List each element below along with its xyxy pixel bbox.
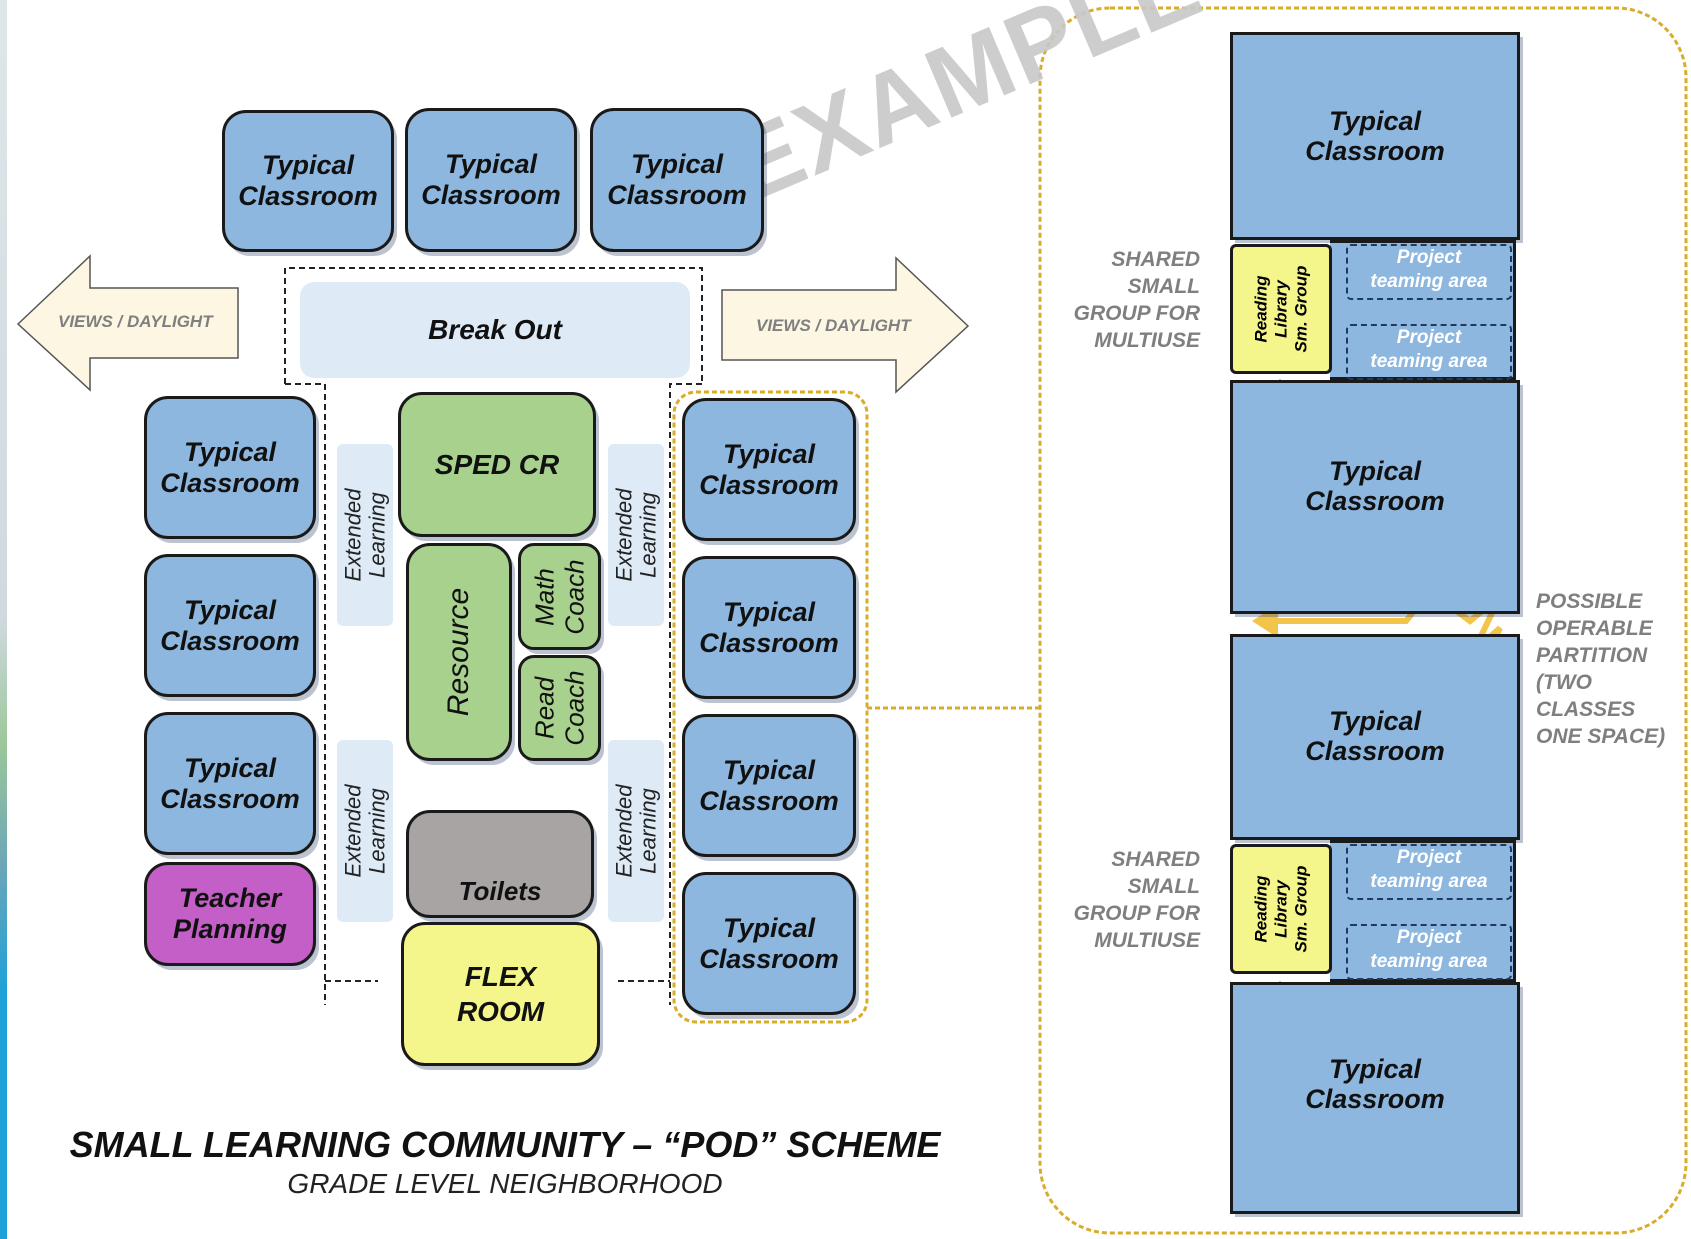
shared-small-group-label-1: SHARED SMALL GROUP FOR MULTIUSE xyxy=(1073,248,1200,352)
break-out-area: Break Out xyxy=(300,282,690,378)
detail-classroom-4-label: Typical Classroom xyxy=(1305,1054,1445,1114)
shared-small-group-label-2: SHARED SMALL GROUP FOR MULTIUSE xyxy=(1073,848,1200,952)
project-teaming-area-3: Project teaming area xyxy=(1346,844,1512,900)
diagram-title: SMALL LEARNING COMMUNITY – “POD” SCHEME xyxy=(69,1124,941,1165)
top-classroom-1: Typical Classroom xyxy=(222,110,394,252)
detail-classroom-3 xyxy=(1230,634,1520,840)
corridor-left-dashed xyxy=(285,383,326,1005)
detail-classroom-2 xyxy=(1230,380,1520,614)
left-classroom-2: Typical Classroom xyxy=(144,554,316,697)
right-classroom-1: Typical Classroom xyxy=(682,398,856,541)
resource-room: Resource xyxy=(406,543,512,761)
extended-learning-left-1: Extended Learning xyxy=(337,444,393,626)
read-coach-room: Read Coach xyxy=(518,655,601,761)
extended-learning-right-2: Extended Learning xyxy=(608,740,664,922)
detail-middle-band-1 xyxy=(1330,240,1516,380)
teacher-planning-room: Teacher Planning xyxy=(144,862,316,966)
operable-partition-label: POSSIBLE OPERABLE PARTITION (TWO CLASSES… xyxy=(1536,590,1666,748)
views-arrow-left xyxy=(16,254,239,392)
views-arrow-right xyxy=(721,256,970,394)
breakout-dashed-outline xyxy=(284,267,703,384)
left-classroom-3: Typical Classroom xyxy=(144,712,316,855)
flex-room: FLEX ROOM xyxy=(401,922,600,1066)
detail-middle-band-2 xyxy=(1330,840,1516,982)
extended-learning-left-2: Extended Learning xyxy=(337,740,393,922)
top-classroom-2: Typical Classroom xyxy=(405,108,577,252)
right-classroom-2: Typical Classroom xyxy=(682,556,856,699)
corridor-right-dashed xyxy=(669,383,702,1005)
reading-library-2: Reading Library Sm. Group xyxy=(1230,844,1332,974)
detail-classroom-2-label: Typical Classroom xyxy=(1305,456,1445,516)
detail-classroom-3-label: Typical Classroom xyxy=(1305,706,1445,766)
right-classroom-3: Typical Classroom xyxy=(682,714,856,857)
project-teaming-area-4: Project teaming area xyxy=(1346,924,1512,980)
detail-classroom-1-label: Typical Classroom xyxy=(1305,106,1445,166)
extended-learning-right-1: Extended Learning xyxy=(608,444,664,626)
right-classroom-4: Typical Classroom xyxy=(682,872,856,1015)
project-teaming-area-1: Project teaming area xyxy=(1346,244,1512,300)
reading-library-1: Reading Library Sm. Group xyxy=(1230,244,1332,374)
toilets-room: Toilets xyxy=(406,810,594,918)
views-daylight-left: VIEWS / DAYLIGHT xyxy=(58,312,213,331)
views-daylight-right: VIEWS / DAYLIGHT xyxy=(756,316,911,335)
detail-callout-outline xyxy=(1038,6,1688,1235)
break-out-label: Break Out xyxy=(428,314,562,345)
left-edge-strip xyxy=(0,0,7,1239)
math-coach-room: Math Coach xyxy=(518,543,601,650)
project-teaming-area-2: Project teaming area xyxy=(1346,324,1512,380)
diagram-subtitle: GRADE LEVEL NEIGHBORHOOD xyxy=(287,1168,723,1199)
detail-classroom-1 xyxy=(1230,32,1520,240)
top-classroom-3: Typical Classroom xyxy=(590,108,764,252)
left-classroom-1: Typical Classroom xyxy=(144,396,316,539)
sped-classroom: SPED CR xyxy=(398,392,596,537)
detail-classroom-4 xyxy=(1230,982,1520,1214)
